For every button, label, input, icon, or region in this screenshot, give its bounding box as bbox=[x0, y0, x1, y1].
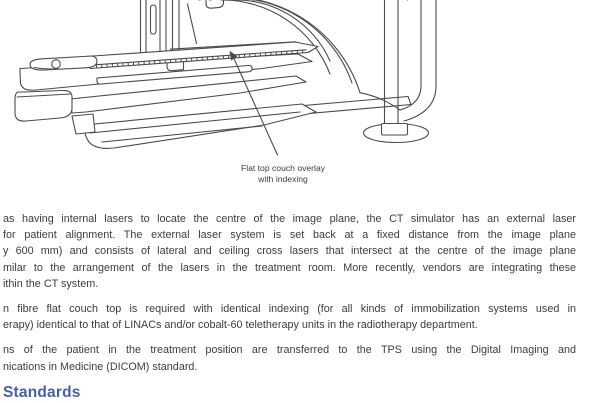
indexing-ticks bbox=[95, 49, 307, 68]
paragraph: as having internal lasers to locate the … bbox=[3, 211, 576, 292]
gantry-left-edge bbox=[186, 3, 198, 45]
ct-simulator-figure: Flat top couch overlay with indexing bbox=[0, 0, 600, 200]
figure-caption-line2: with indexing bbox=[258, 173, 308, 184]
text-line: erapy) identical to that of LINACs and/o… bbox=[3, 319, 478, 332]
text-line: as having internal lasers to locate the … bbox=[3, 213, 576, 225]
text-line: milar to the arrangement of the lasers i… bbox=[3, 261, 576, 274]
section-heading: Standards bbox=[3, 383, 81, 401]
text-line: for patient alignment. The external lase… bbox=[3, 229, 576, 242]
gantry-support-column bbox=[362, 0, 430, 144]
frame-recess-panel bbox=[96, 64, 253, 85]
paragraph: n fibre flat couch top is required with … bbox=[3, 301, 576, 333]
text-line: nications in Medicine (DICOM) standard. bbox=[3, 360, 198, 373]
couch-pedestal bbox=[14, 75, 307, 135]
bore-tab bbox=[205, 0, 225, 9]
support-foot-plate bbox=[380, 122, 409, 136]
couch-frame bbox=[19, 53, 313, 91]
couch-end-cap bbox=[29, 55, 98, 71]
figure-caption: Flat top couch overlay with indexing bbox=[223, 163, 343, 184]
gantry-left-column bbox=[139, 0, 180, 54]
ct-simulator-illustration bbox=[14, 0, 437, 156]
body-text: as having internal lasers to locate the … bbox=[3, 211, 576, 402]
couch-base bbox=[83, 103, 317, 149]
index-hole bbox=[51, 59, 61, 69]
gantry-ring-arcs bbox=[198, 0, 408, 94]
text-line: n fibre flat couch top is required with … bbox=[3, 303, 576, 316]
caption-leader-arrow bbox=[229, 50, 279, 156]
paragraph: ns of the patient in the treatment posit… bbox=[3, 342, 576, 374]
figure-caption-line1: Flat top couch overlay bbox=[240, 163, 326, 173]
text-line: ns of the patient in the treatment posit… bbox=[3, 344, 576, 357]
paragraphs: as having internal lasers to locate the … bbox=[3, 211, 576, 375]
text-line: ithin the CT system. bbox=[3, 277, 99, 290]
text-line: y 600 mm) and consists of lateral and ce… bbox=[3, 245, 576, 258]
